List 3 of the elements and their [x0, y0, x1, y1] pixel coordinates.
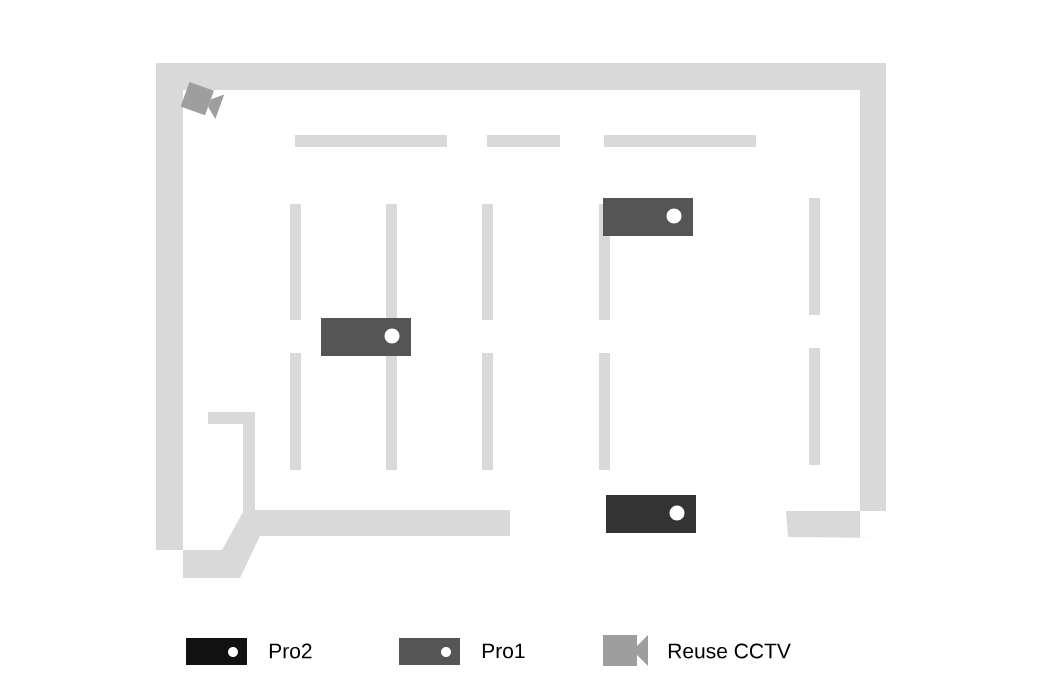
legend-label: Pro1: [482, 643, 525, 659]
legend-label: Pro2: [269, 643, 312, 659]
legend-label: Reuse CCTV: [668, 643, 791, 659]
